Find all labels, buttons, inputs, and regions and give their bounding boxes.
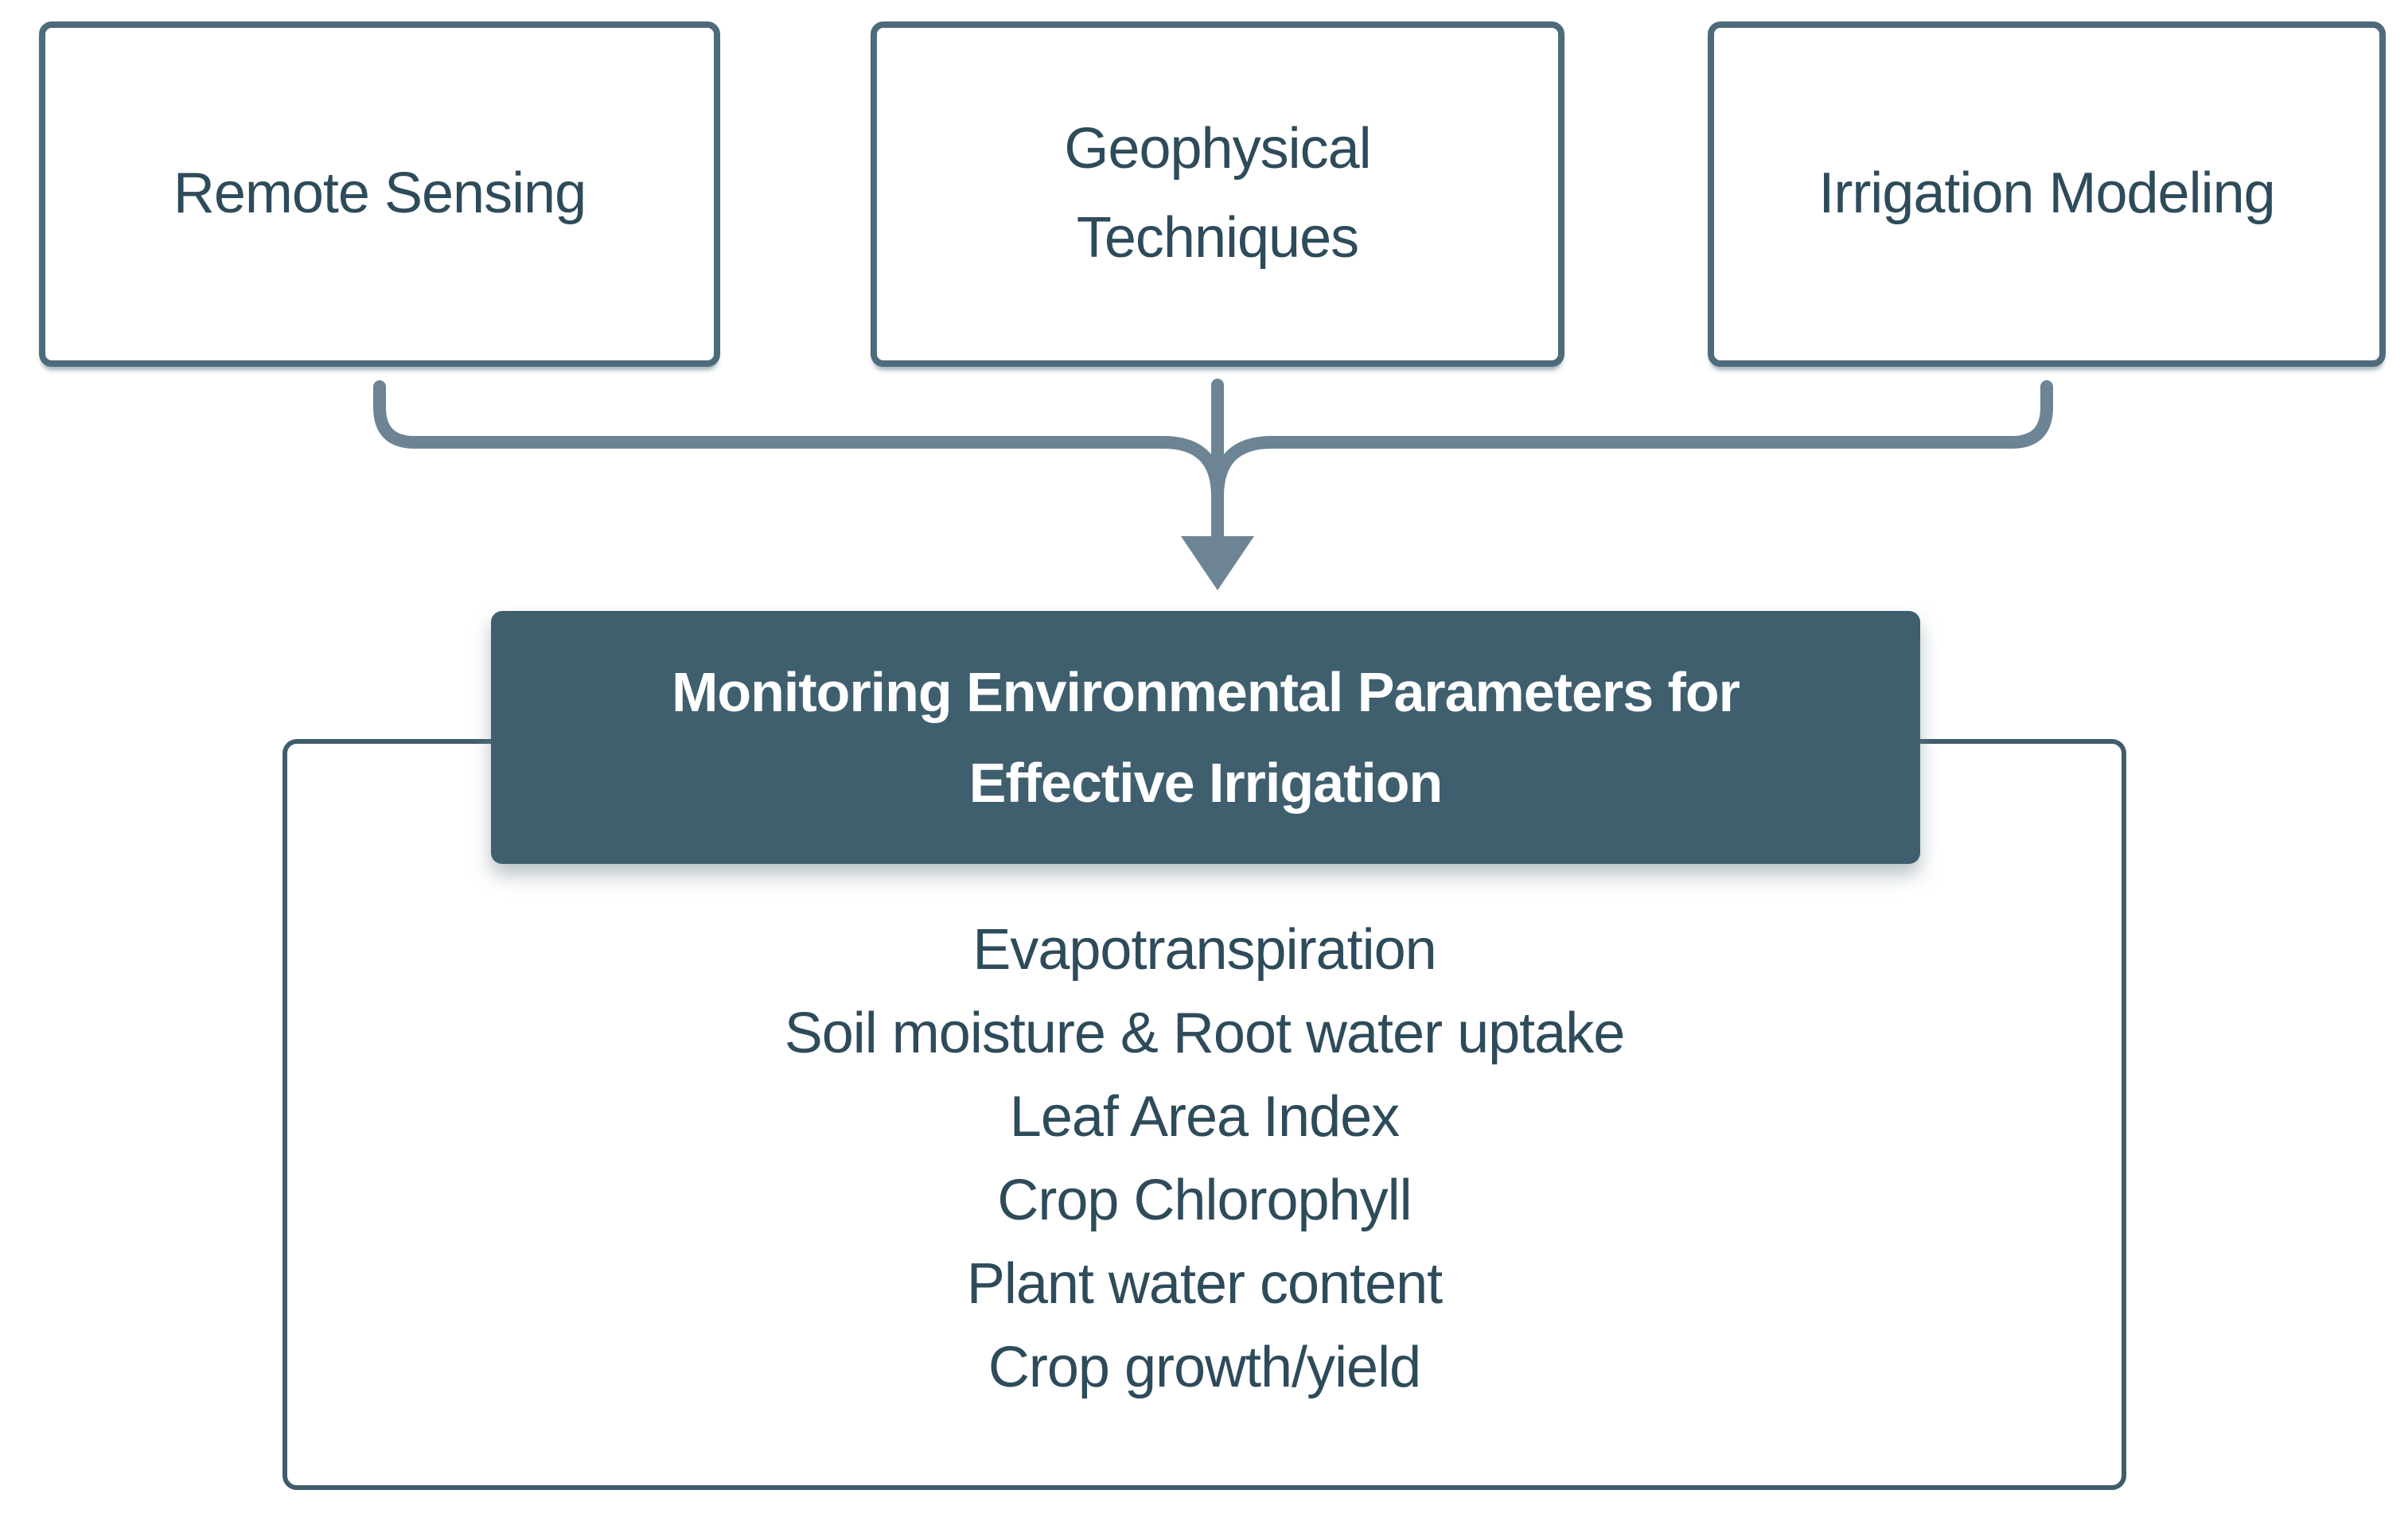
source-box-remote-sensing: Remote Sensing [39, 21, 720, 367]
source-box-label: Geophysical Techniques [1064, 117, 1371, 270]
parameter-item: Crop growth/yield [988, 1336, 1421, 1399]
source-box-label: Irrigation Modeling [1818, 161, 2275, 226]
source-box-label: Remote Sensing [173, 161, 586, 226]
parameter-item: Crop Chlorophyll [997, 1169, 1412, 1232]
parameter-item: Evapotranspiration [972, 918, 1436, 982]
title-box: Monitoring Environmental Parameters for … [491, 611, 1920, 864]
parameter-item: Leaf Area Index [1009, 1085, 1400, 1149]
title-line-2: Effective Irrigation [968, 752, 1444, 814]
connector-right-branch [1211, 380, 2053, 522]
parameter-item: Soil moisture & Root water uptake [784, 1002, 1626, 1065]
source-box-geophysical-techniques: Geophysical Techniques [871, 21, 1564, 367]
parameter-item: Plant water content [966, 1252, 1443, 1316]
title-line-1: Monitoring Environmental Parameters for [672, 661, 1740, 723]
connector-left-branch [373, 380, 1224, 522]
parameters-list: Evapotranspiration Soil moisture & Root … [282, 908, 2126, 1410]
source-box-irrigation-modeling: Irrigation Modeling [1708, 21, 2386, 367]
connector-arrowhead-icon [1181, 536, 1254, 590]
